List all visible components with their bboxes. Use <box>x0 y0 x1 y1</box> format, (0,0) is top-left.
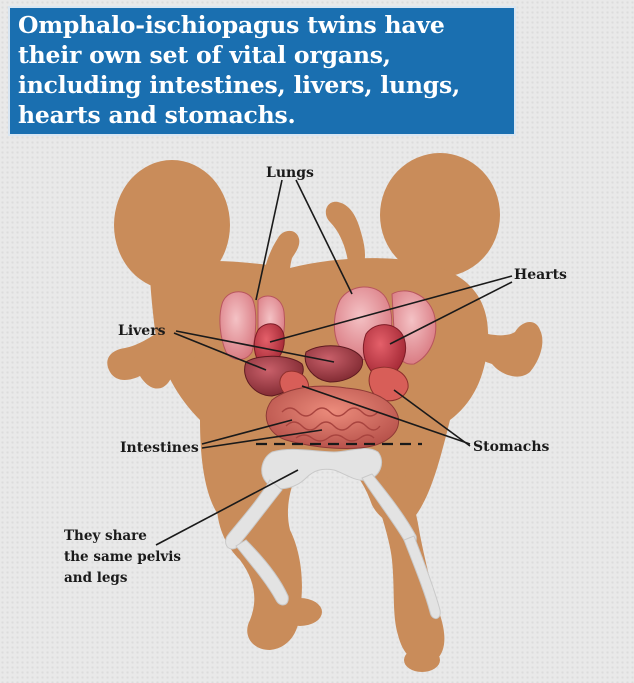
right-twin-liver <box>304 345 364 383</box>
right-arm <box>466 321 543 377</box>
right-foot <box>404 648 440 672</box>
headline-line-4: hearts and stomachs. <box>18 101 296 129</box>
stomachs-leader-left <box>301 385 471 445</box>
pelvis-note-line-1: They share <box>64 528 147 544</box>
headline-line-1: Omphalo-ischiopagus twins have <box>18 11 445 39</box>
hearts-leader-left <box>269 275 513 343</box>
intestines-leader-lower <box>201 429 323 449</box>
right-shin-bone <box>403 535 441 619</box>
livers-leader-left <box>173 332 267 371</box>
headline-banner: Omphalo-ischiopagus twins have their own… <box>8 6 516 136</box>
label-hearts: Hearts <box>514 267 567 283</box>
leader-lines <box>155 179 513 546</box>
headline-line-2: their own set of vital organs, <box>18 41 391 69</box>
intestines-leader-upper <box>201 419 293 445</box>
stomachs-leader-right <box>393 389 471 447</box>
shared-intestines <box>265 385 400 449</box>
label-lungs: Lungs <box>266 165 314 181</box>
pelvis-note-line-2: the same pelvis <box>64 549 181 565</box>
left-femur <box>225 479 283 550</box>
left-foot <box>278 598 322 626</box>
label-intestines: Intestines <box>120 440 199 456</box>
left-raised-arm <box>262 230 300 300</box>
hearts-leader-right <box>389 281 513 345</box>
lungs-leader-right <box>295 179 353 295</box>
right-twin-heart <box>362 324 406 381</box>
pelvis-note-leader <box>155 469 299 546</box>
headline-line-3: including intestines, livers, lungs, <box>18 71 461 99</box>
right-twin-head <box>380 153 500 277</box>
left-twin-lungs <box>219 291 257 360</box>
label-stomachs: Stomachs <box>473 439 550 455</box>
right-raised-arm <box>325 201 365 272</box>
right-leg <box>370 475 445 664</box>
pelvis-note-line-3: and legs <box>64 570 128 586</box>
livers-leader-right <box>175 330 335 363</box>
lungs-leader-left <box>255 179 283 301</box>
left-arm <box>107 320 205 389</box>
shared-pelvis-bones <box>225 447 441 619</box>
intestine-coils <box>281 407 381 442</box>
label-livers: Livers <box>118 323 166 339</box>
left-twin-head <box>114 160 230 290</box>
left-shin-bone <box>235 539 289 606</box>
